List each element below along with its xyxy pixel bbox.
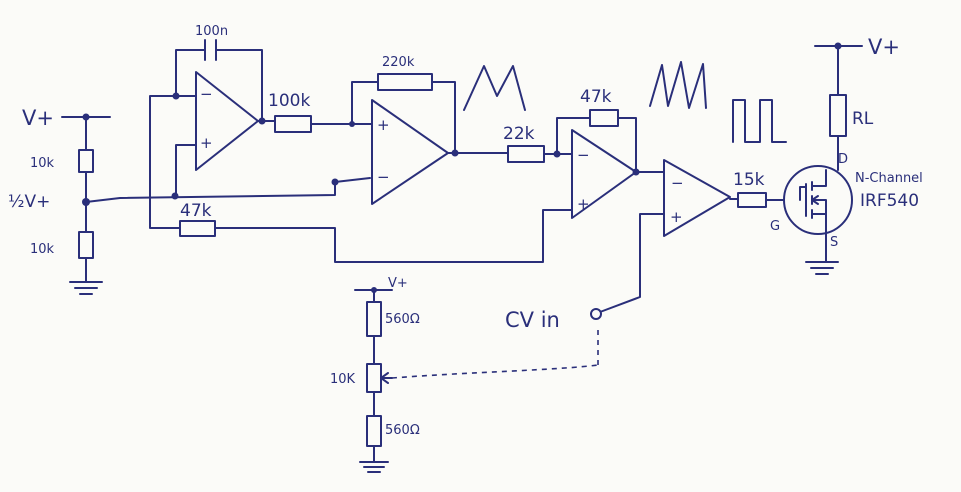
- mosfet-part-label: IRF540: [860, 191, 919, 211]
- integrator-capacitor: [204, 39, 217, 61]
- mosfet-type-label: N-Channel: [855, 171, 923, 186]
- cv-input-jack[interactable]: [590, 308, 602, 320]
- amplifier-opamp: − +: [571, 129, 637, 219]
- svg-text:+: +: [577, 195, 590, 213]
- amp-feedback-resistor: [589, 109, 619, 127]
- source-label: S: [830, 235, 838, 250]
- cv-pot-network: [354, 287, 599, 473]
- pot-top-label: 560Ω: [385, 312, 420, 327]
- svg-text:−: −: [200, 85, 213, 103]
- ground-symbol-left: [69, 281, 103, 295]
- vplus-right-label: V+: [868, 35, 900, 59]
- mosfet-irf540: [783, 165, 853, 237]
- svg-text:−: −: [377, 168, 390, 186]
- divider-top-resistor: [78, 149, 94, 173]
- gate-resistor: [737, 192, 767, 208]
- square-wave-icon: [732, 99, 787, 143]
- vplus-left-label: V+: [22, 106, 54, 130]
- schmitt-resistor-label: 220k: [382, 55, 415, 70]
- load-resistor: [829, 94, 847, 137]
- pot-top-resistor: [366, 301, 382, 337]
- feedback-resistor-bottom: [179, 220, 216, 237]
- bottom-feedback-label: 47k: [180, 201, 212, 221]
- pot-value-label: 10K: [330, 372, 356, 387]
- cap-label: 100n: [195, 24, 228, 39]
- amp-feedback-label: 47k: [580, 87, 612, 107]
- pot-bottom-label: 560Ω: [385, 423, 420, 438]
- divider-top-label: 10k: [30, 156, 55, 171]
- divider-bottom-resistor: [78, 231, 94, 259]
- svg-text:−: −: [577, 146, 590, 164]
- integrator-opamp: − +: [195, 71, 259, 171]
- load-label: RL: [852, 109, 874, 129]
- svg-text:+: +: [377, 116, 390, 134]
- divider-bottom-label: 10k: [30, 242, 55, 257]
- svg-text:+: +: [670, 208, 683, 226]
- comparator-opamp: − +: [663, 159, 731, 237]
- amp-input-label: 22k: [503, 124, 535, 144]
- schmitt-opamp: + −: [371, 99, 449, 205]
- half-vplus-label: ½V+: [8, 192, 50, 212]
- potentiometer: [366, 363, 382, 393]
- sawtooth-wave-icon: [649, 61, 707, 109]
- svg-text:+: +: [200, 134, 213, 152]
- cv-patch-link: [391, 325, 599, 379]
- gate-label: G: [770, 219, 780, 234]
- integrator-output-resistor: [274, 115, 312, 133]
- vplus-pot-label: V+: [388, 276, 408, 291]
- schmitt-feedback-resistor: [377, 73, 433, 91]
- voltage-divider: [61, 113, 111, 295]
- drain-label: D: [838, 152, 848, 167]
- cv-in-label: CV in: [505, 308, 560, 332]
- svg-text:−: −: [671, 174, 684, 192]
- gate-resistor-label: 15k: [733, 170, 765, 190]
- integrator-resistor-label: 100k: [268, 91, 310, 111]
- pot-bottom-resistor: [366, 415, 382, 447]
- amp-input-resistor: [507, 145, 545, 163]
- triangle-wave-icon: [463, 65, 526, 111]
